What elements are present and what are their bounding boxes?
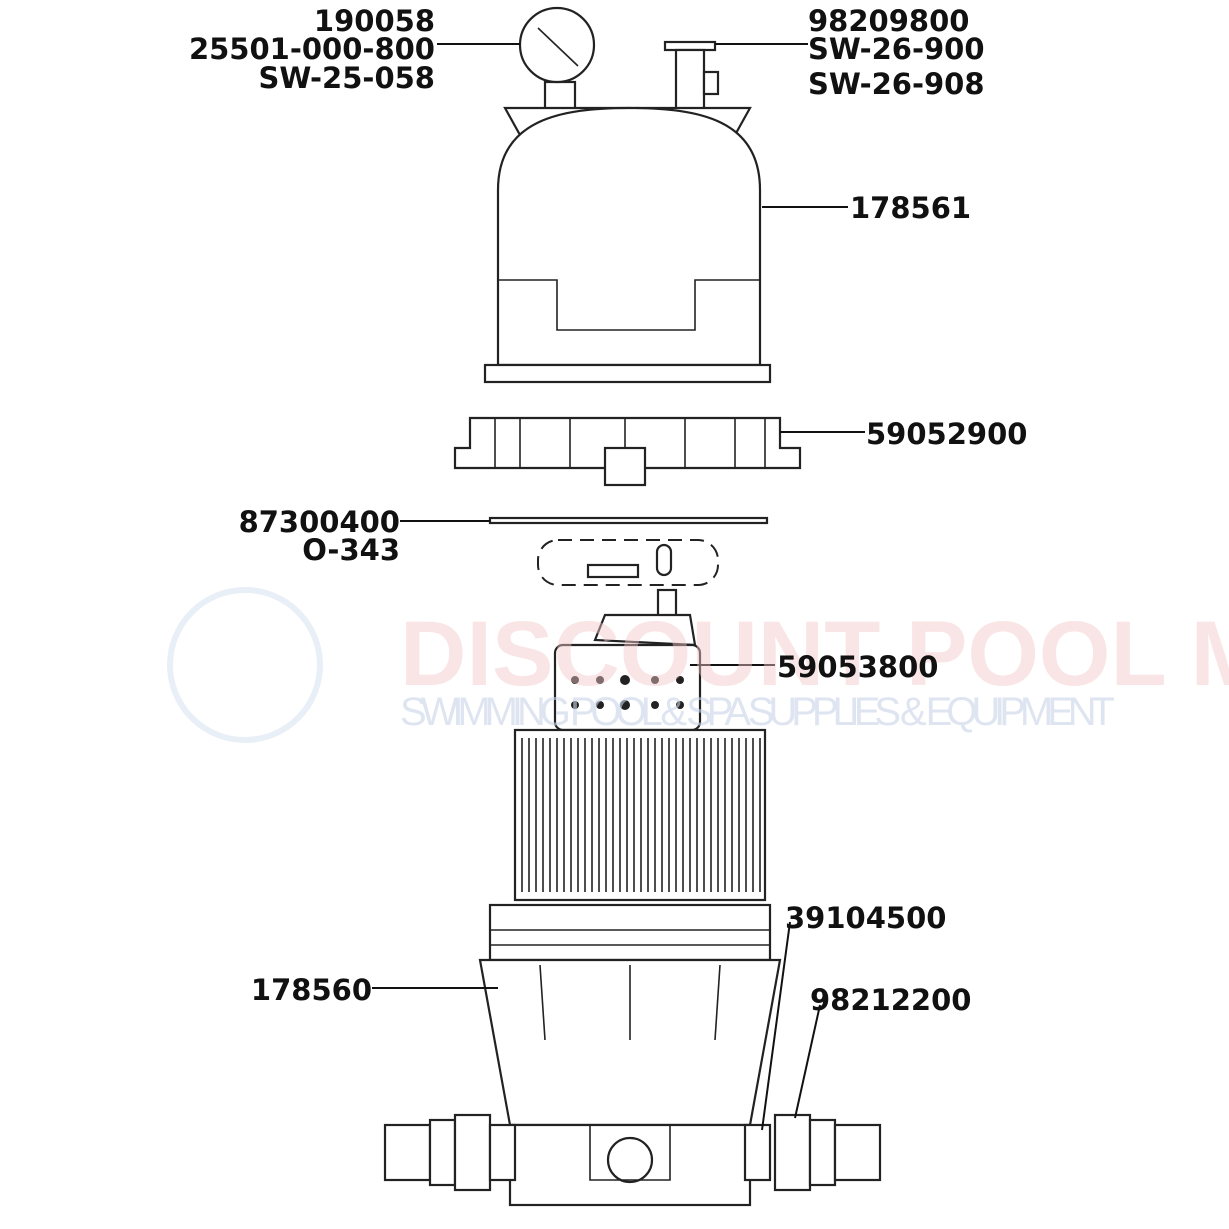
callout-gauge-1: 190058	[314, 4, 435, 38]
air-relief-valve	[663, 40, 720, 112]
tank-bottom	[383, 903, 882, 1207]
callout-port-o-ring: 39104500	[785, 901, 946, 935]
watermark-brand: DISCOUNT POOL MART	[400, 603, 1229, 705]
callout-o-ring-1: 87300400	[239, 505, 400, 539]
inlet-port	[383, 1113, 517, 1192]
callout-valve-1: 98209800	[808, 4, 969, 38]
callout-lock-ring: 59052900	[866, 417, 1027, 451]
callout-valve-2: SW-26-900	[808, 32, 985, 66]
lock-ring	[453, 416, 802, 487]
filter-cartridge	[513, 728, 767, 902]
callout-manifold: 59053800	[777, 650, 938, 684]
watermark-tagline: SWIMMING POOL & SPA SUPPLIES & EQUIPMENT	[400, 690, 1115, 734]
outlet-port	[743, 1113, 882, 1192]
watermark: DISCOUNT POOL MART SWIMMING POOL & SPA S…	[167, 587, 1229, 743]
leader-lines	[372, 43, 865, 1131]
callout-gauge-3: SW-25-058	[258, 61, 435, 95]
watermark-logo-icon	[167, 587, 323, 743]
callout-tank-bottom: 178560	[251, 973, 372, 1007]
hidden-part-outline	[537, 539, 719, 586]
callout-lid: 178561	[850, 191, 971, 225]
callout-gauge-2: 25501-000-800	[189, 32, 435, 66]
callout-o-ring-2: O-343	[302, 533, 400, 567]
callout-valve-3: SW-26-908	[808, 67, 985, 101]
manifold	[553, 588, 702, 732]
lid-o-ring	[488, 516, 769, 525]
filter-lid	[483, 106, 772, 384]
callout-union: 98212200	[810, 983, 971, 1017]
pressure-gauge	[518, 6, 596, 112]
